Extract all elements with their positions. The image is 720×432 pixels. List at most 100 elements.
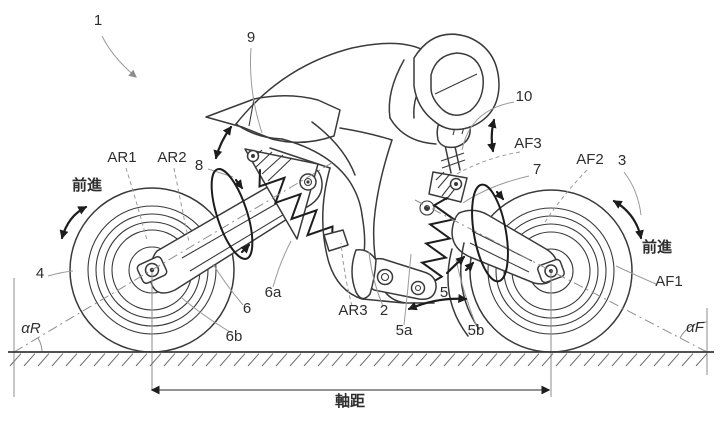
handlebar-stroke-arrow [487,118,497,153]
seat-tail-cowl [205,94,341,144]
frame-top-edge [339,127,393,141]
linkage-eyelet-right [410,280,426,296]
rear-rotation-head-top [233,178,244,190]
label-7: 7 [533,161,541,178]
label-af2: AF2 [576,151,604,168]
label-alpha-f: αF [686,319,705,336]
front-rotation-head-top [494,190,505,201]
wheelbase-dimension: 軸距 [150,385,551,410]
front-swing-arrow [407,293,468,311]
frame-front-edge [372,139,435,304]
tail-pitch-arrow [213,125,233,160]
label-9: 9 [247,29,255,46]
ground-hatching [9,353,708,367]
rider-leg-front [311,121,356,176]
helmet-visor-opening [430,52,484,116]
label-5a: 5a [396,322,413,339]
front-rotation-head-bottom [464,261,475,272]
leader-6 [212,263,244,306]
front-shock-bracket-hatch [435,171,462,201]
rider-helmet [413,33,500,131]
front-spring-coil [419,197,457,285]
label-6a: 6a [265,284,282,301]
frame-underseat-edge [269,147,331,169]
label-10: 10 [516,88,533,105]
rider-shin [361,214,366,253]
label-1: 1 [94,12,102,29]
rear-caster-axis [13,160,336,353]
leader-9 [249,47,263,134]
leader-5b [455,259,477,326]
linkage-eyelet-right-inner [414,284,422,292]
wheelbase-label: 軸距 [335,392,365,410]
front-angle-arc [679,321,708,339]
motorcycle-frame [269,127,435,304]
label-8: 8 [195,157,203,174]
label-5: 5 [440,284,448,301]
leader-1-arrow [101,35,137,78]
label-6: 6 [243,300,251,317]
rider-arm-back [388,59,405,119]
labels: 1 9 10 AF3 AR1 AR2 8 前進 7 AF2 3 前進 4 AF1… [21,12,704,345]
rear-shock-lower-mount [323,229,349,252]
label-forward-left: 前進 [72,176,103,194]
rear-rotation-head-bottom [240,243,251,254]
label-af1: AF1 [655,273,683,290]
front-arm-rotation-ellipse [471,183,509,283]
linkage-eyelet-left-inner [380,272,390,282]
label-4: 4 [36,265,44,282]
front-swingarm-suspension [364,141,558,337]
label-alpha-r: αR [21,320,41,337]
forward-arrow-right [612,199,644,240]
label-3: 3 [618,152,626,169]
label-forward-right: 前進 [642,238,673,256]
frame-rear-edge [322,167,405,304]
rear-angle-arc [37,337,43,353]
reference-lines [13,160,708,397]
rear-swingarm-suspension [149,148,349,294]
label-af3: AF3 [514,135,542,152]
helmet-visor-slit [434,73,478,95]
leader-ar3 [340,242,353,307]
leader-af1 [615,265,657,285]
leader-3 [623,171,642,216]
front-arm-up-arrow [445,255,466,275]
front-pivot-ring [419,200,435,216]
label-5b: 5b [468,322,485,339]
front-shock-top-eyelet-pin [454,182,458,186]
rider-thigh [281,138,363,216]
leader-6a [272,240,292,288]
label-ar3: AR3 [338,302,367,319]
leader-ar1 [125,167,148,241]
rider-forearm [389,117,437,145]
rear-pivot-bolt-inner [303,177,313,187]
steering-rod-ticks [440,152,466,169]
label-ar1: AR1 [107,149,136,166]
rider [235,33,500,300]
rear-pivot-bolt-dot [306,180,310,184]
motion-arrows [59,118,644,311]
leader-2 [368,251,384,307]
rear-arm-rotation-ellipse [210,168,254,260]
forward-arrow-left [59,205,88,240]
rear-swingarm-detail [181,196,297,272]
ground [8,351,714,367]
front-caster-axis [414,199,708,353]
leader-7 [462,175,530,204]
label-ar2: AR2 [157,149,186,166]
rear-shock-top-eyelet-pin [251,154,255,158]
tail-cowl [205,94,341,144]
rider-hip [235,123,283,140]
label-6b: 6b [226,328,243,345]
leader-4 [47,270,74,277]
leader-5a [403,253,412,326]
leader-af3 [454,151,521,176]
leader-ar2 [173,167,190,243]
leader-10 [461,101,515,151]
rear-spring-coil [258,169,334,244]
leader-6b [181,297,231,333]
linkage-eyelet-left [376,268,394,286]
tail-seam [248,98,255,127]
